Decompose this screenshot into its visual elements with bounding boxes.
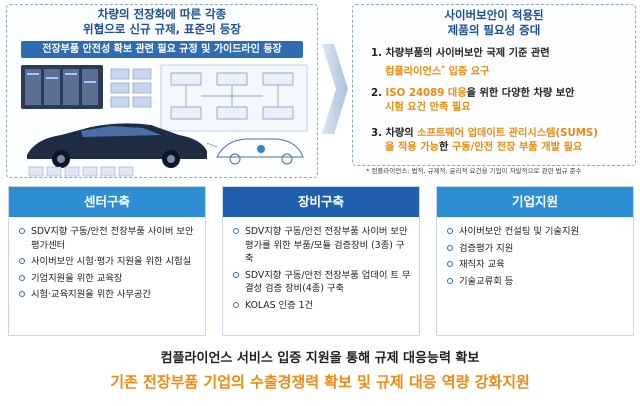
item2-num: 2. <box>371 88 386 99</box>
item1-asterisk: * <box>441 64 445 72</box>
item3-development: 구동/안전 전장 부품 개발 필요 <box>451 142 583 153</box>
list-item: 사이버보안 컨설팅 및 기술지원 <box>447 225 625 239</box>
item3-applicable: 을 적용 가능 <box>385 142 439 153</box>
list-item: 기업지원을 위한 교육장 <box>19 272 197 286</box>
regulation-banner: 전장부품 안전성 확보 관련 필요 규정 및 가이드라인 등장 <box>21 41 303 58</box>
threat-panel: 차량의 전장화에 따른 각종 위협으로 신규 규제, 표준의 등장 전장부품 안… <box>6 4 318 178</box>
list-item: 검증평가 지원 <box>447 242 625 256</box>
column-list: 사이버보안 컨설팅 및 기술지원 검증평가 지원 재직자 교육 기술교류회 등 <box>437 217 633 288</box>
conclusion-line-1: 컴플라이언스 서비스 입증 지원을 통해 규제 대응능력 확보 <box>160 351 480 366</box>
necessity-panel-title: 사이버보안이 적용된 제품의 필요성 증대 <box>353 8 635 38</box>
necessity-item-2: 2. ISO 24089 대응을 위한 다양한 차량 보안 시험 요건 만족 필… <box>371 87 629 115</box>
item1-line1: 1. 차량부품의 사이버보안 국제 기준 관련 <box>371 48 550 59</box>
item3-connector: 한 <box>438 142 452 153</box>
necessity-panel: 사이버보안이 적용된 제품의 필요성 증대 1. 차량부품의 사이버보안 국제 … <box>352 4 636 166</box>
enterprise-support-column: 기업지원 사이버보안 컨설팅 및 기술지원 검증평가 지원 재직자 교육 기술교… <box>436 186 634 336</box>
necessity-item-3: 3. 차량의 소프트웨어 업데이트 관리시스템(SUMS) 을 적용 가능한 구… <box>371 127 629 155</box>
car-icon <box>27 123 207 168</box>
column-header: 장비구축 <box>223 187 419 217</box>
item1-compliance: 컴플라이언스 <box>385 66 442 78</box>
car-outline-icon <box>216 138 304 165</box>
necessity-title-line1: 사이버보안이 적용된 <box>444 8 544 22</box>
list-item: 재직자 교육 <box>447 258 625 272</box>
compliance-footnote: * 컴플라이언스: 법적, 규제적, 윤리적 요건을 기업이 자발적으로 관련 … <box>366 167 582 175</box>
column-list: SDV지향 구동/안전 전장부품 사이버 보안 평가를 위한 부품/모듈 검증장… <box>223 217 419 312</box>
list-item: KOLAS 인증 1건 <box>233 299 411 313</box>
threat-title-line2: 위협으로 신규 규제, 표준의 등장 <box>83 22 241 36</box>
vehicle-architecture-illustration <box>21 64 308 177</box>
threat-panel-title: 차량의 전장화에 따른 각종 위협으로 신규 규제, 표준의 등장 <box>7 7 317 37</box>
right-arrow-icon <box>322 44 348 134</box>
conclusion-line-2: 기존 전장부품 기업의 수출경쟁력 확보 및 규제 대응 역량 강화지원 <box>110 373 530 391</box>
list-item: 시험·교육지원을 위한 사무공간 <box>19 288 197 302</box>
list-item: SDV지향 구동/안전 전장부품 업데이 트 무결성 검증 장비(4종) 구축 <box>233 269 411 296</box>
necessity-item-1: 1. 차량부품의 사이버보안 국제 기준 관련 컴플라이언스* 입증 요구 <box>371 47 629 79</box>
item3-num: 3. 차량의 <box>371 128 418 139</box>
necessity-title-line2: 제품의 필요성 증대 <box>447 23 541 37</box>
threat-title-line1: 차량의 전장화에 따른 각종 <box>97 7 227 21</box>
list-item: 사이버보안 시험·평가 지원을 위한 시험실 <box>19 255 197 269</box>
item1-proof: 입증 요구 <box>444 66 490 78</box>
network-diagram <box>160 64 308 132</box>
item2-rest: 을 위한 다양한 차량 보안 <box>466 88 575 99</box>
list-item: 기술교류회 등 <box>447 275 625 289</box>
center-construction-column: 센터구축 SDV지향 구동/안전 전장부품 사이버 보안 평가센터 사이버보안 … <box>8 186 206 336</box>
item2-iso: ISO 24089 대응 <box>385 88 467 99</box>
column-list: SDV지향 구동/안전 전장부품 사이버 보안 평가센터 사이버보안 시험·평가… <box>9 217 205 302</box>
server-rack-icon <box>21 65 103 109</box>
column-header: 기업지원 <box>437 187 633 217</box>
equipment-construction-column: 장비구축 SDV지향 구동/안전 전장부품 사이버 보안 평가를 위한 부품/모… <box>222 186 420 336</box>
item2-requirement: 시험 요건 만족 필요 <box>385 102 471 113</box>
list-item: SDV지향 구동/안전 전장부품 사이버 보안 평가센터 <box>19 225 197 252</box>
list-item: SDV지향 구동/안전 전장부품 사이버 보안 평가를 위한 부품/모듈 검증장… <box>233 225 411 266</box>
column-header: 센터구축 <box>9 187 205 217</box>
item3-sums: 소프트웨어 업데이트 관리시스템(SUMS) <box>417 128 598 139</box>
